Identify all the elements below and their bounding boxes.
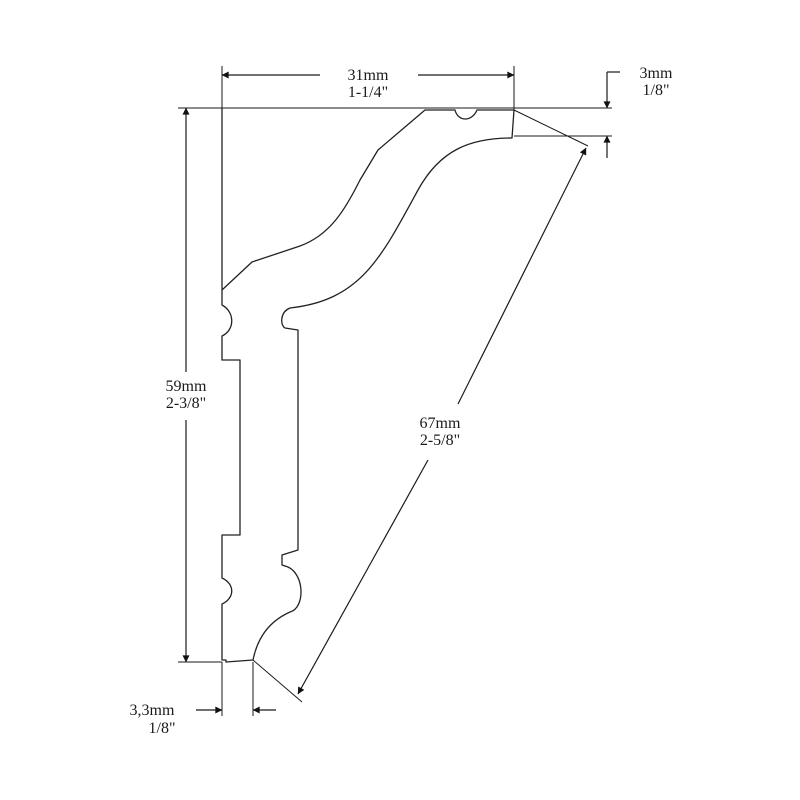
height-dimension: 59mm 2-3/8": [166, 107, 222, 663]
diagonal-metric-label: 67mm: [420, 415, 461, 432]
molding-profile-outline: [221, 107, 515, 663]
width-metric-label: 31mm: [348, 67, 389, 84]
top-lip-metric-label: 3mm: [640, 65, 673, 82]
diagonal-dimension: 67mm 2-5/8": [252, 109, 589, 703]
bottom-lip-metric-label: 3,3mm: [130, 702, 175, 719]
height-metric-label: 59mm: [166, 378, 207, 395]
top-lip-dimension: 3mm 1/8": [178, 65, 673, 158]
top-lip-imperial-label: 1/8": [643, 82, 670, 99]
bottom-lip-imperial-label: 1/8": [149, 720, 176, 737]
width-dimension: 31mm 1-1/4": [221, 66, 515, 110]
width-imperial-label: 1-1/4": [348, 84, 388, 101]
diagonal-imperial-label: 2-5/8": [420, 432, 460, 449]
height-imperial-label: 2-3/8": [166, 395, 206, 412]
bottom-lip-dimension: 3,3mm 1/8": [130, 662, 276, 737]
